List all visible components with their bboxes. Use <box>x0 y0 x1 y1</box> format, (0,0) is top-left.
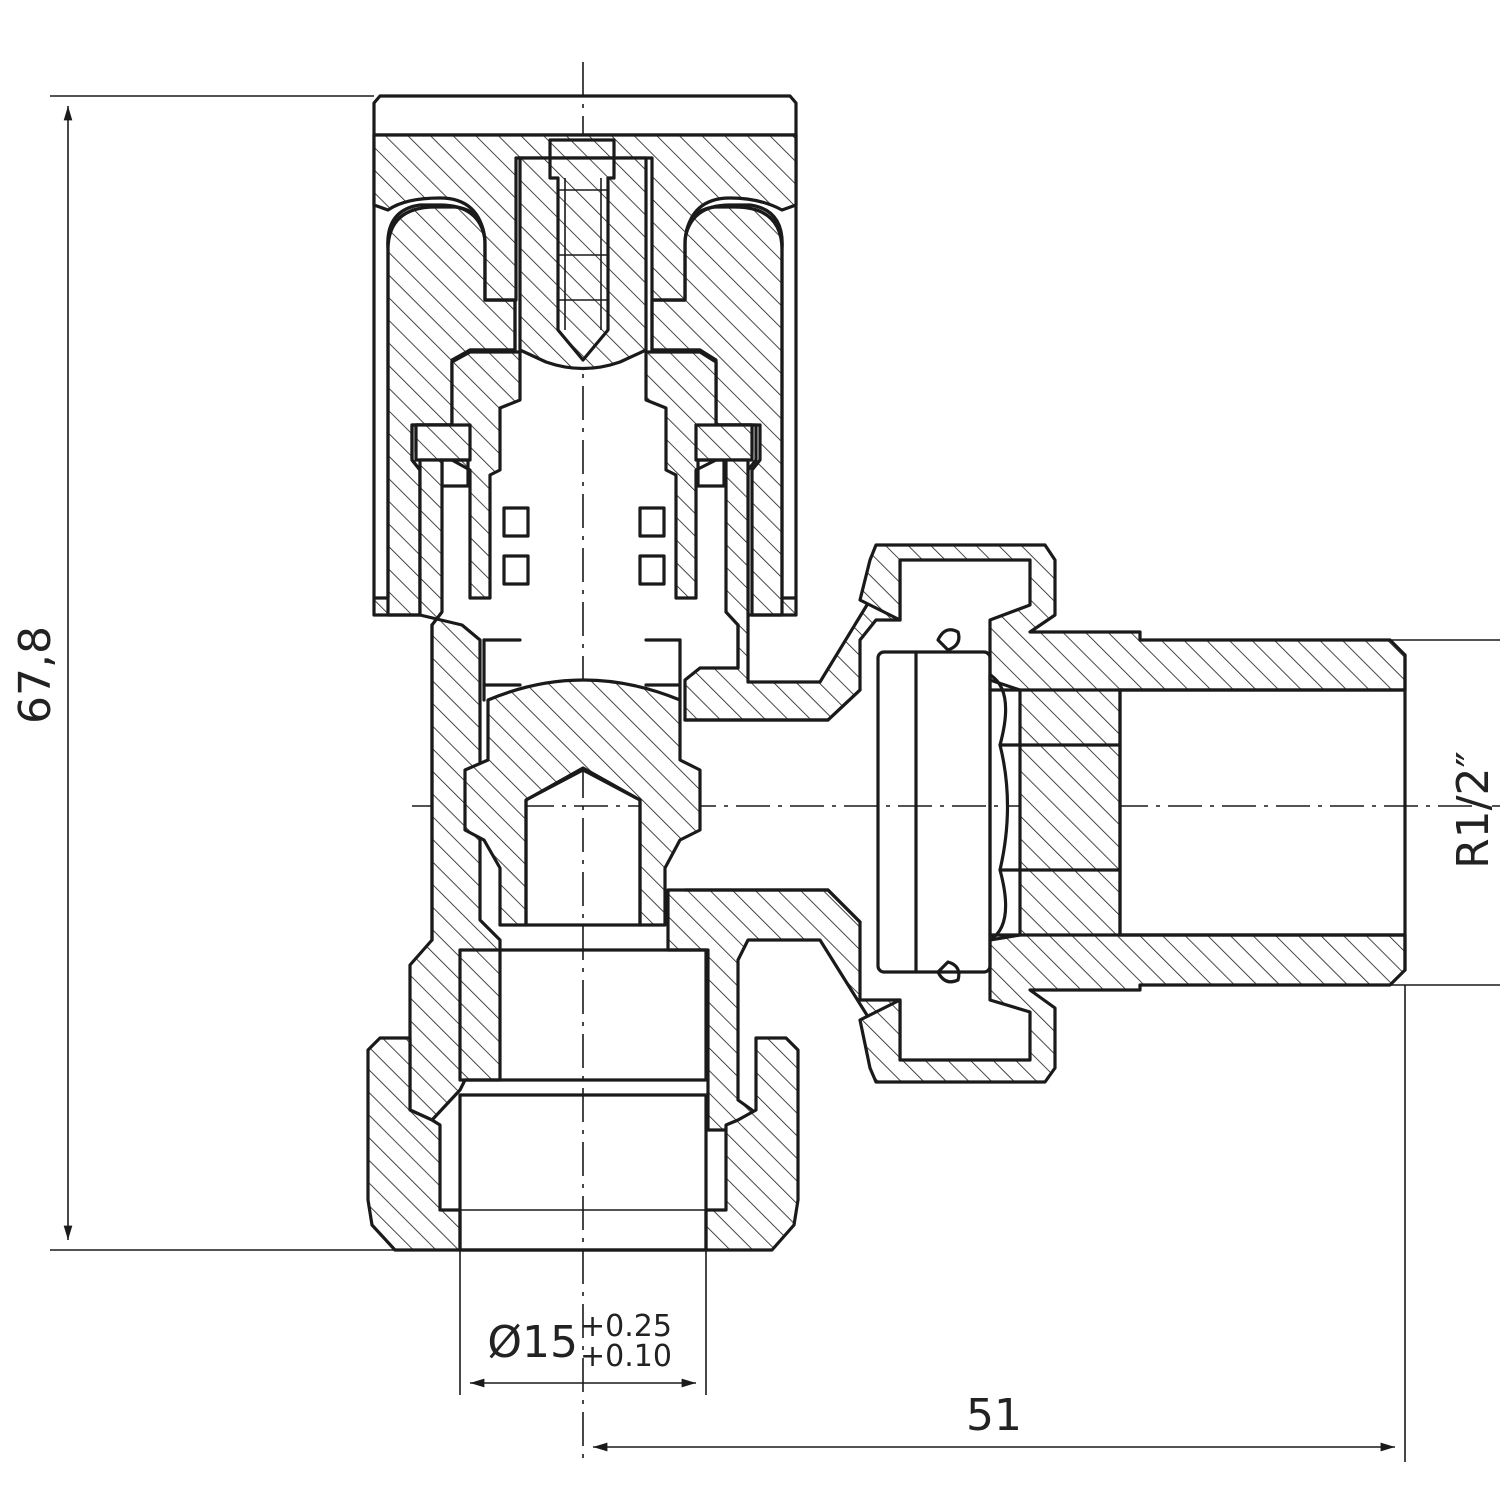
length-dimension: 51 <box>593 985 1406 1462</box>
height-dimension: 67,8 <box>10 95 395 1251</box>
diameter-label: Ø15 <box>487 1317 578 1368</box>
spindle-screw <box>518 138 648 371</box>
handle-cap <box>372 94 798 617</box>
thread-dimension: R1/2″ <box>1390 639 1500 986</box>
tail-piece <box>858 543 1407 1084</box>
length-label: 51 <box>966 1390 1022 1441</box>
valve-stem <box>463 638 702 927</box>
valve-body <box>408 458 902 1132</box>
tolerance-lower: +0.10 <box>580 1339 672 1374</box>
tolerance-upper: +0.25 <box>580 1309 672 1344</box>
bonnet <box>414 350 754 600</box>
height-dimension-label: 67,8 <box>10 626 61 724</box>
diameter-dimension: Ø15 +0.25 +0.10 <box>459 1250 707 1395</box>
thread-label: R1/2″ <box>1448 751 1499 869</box>
compression-nut <box>366 948 800 1252</box>
o-rings <box>440 458 726 586</box>
